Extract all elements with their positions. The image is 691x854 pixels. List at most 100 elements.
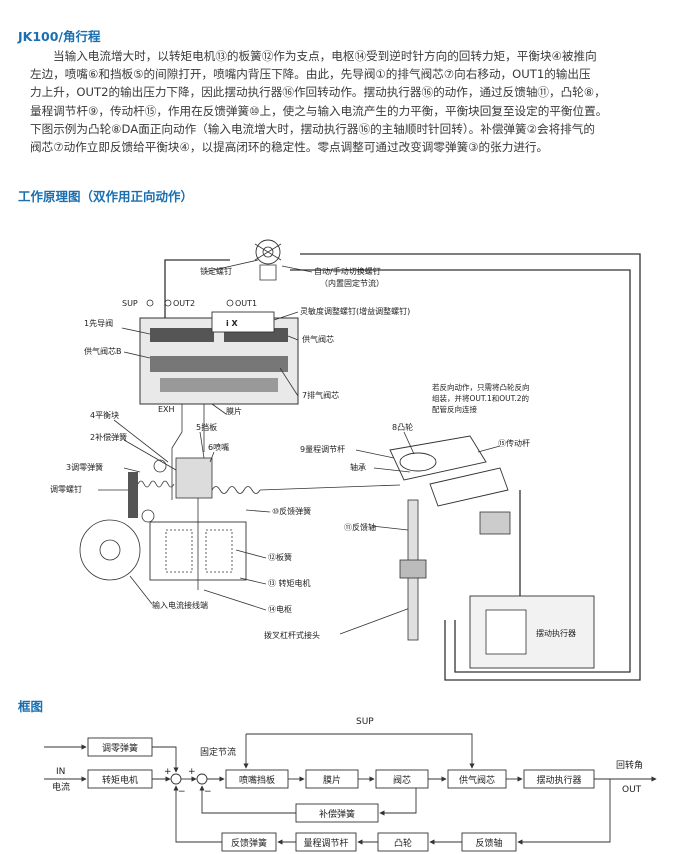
- block-diaphragm-label: 膜片: [323, 774, 341, 786]
- label-auto-manual-screw: 自动/手动切换螺钉: [314, 266, 381, 276]
- label-transmission-lever: ⑮传动杆: [498, 438, 530, 448]
- motor-coil-left: [165, 529, 193, 573]
- label-supply-spool: 供气阀芯: [302, 334, 334, 344]
- reverse-note-line-3: 配管反向连接: [432, 404, 477, 414]
- label-sensitivity-screw: 灵敏度调整螺钉(增益调整螺钉): [300, 306, 410, 316]
- reverse-note-line-1: 若反向动作，只需将凸轮反向: [432, 382, 530, 392]
- block-spool-label: 阀芯: [393, 774, 411, 786]
- block-comp-spring-label: 补偿弹簧: [319, 808, 355, 820]
- pipe-sup-line: [164, 259, 230, 328]
- block-cam-label: 凸轮: [394, 837, 412, 849]
- paragraph-line: 量程调节杆⑨，传动杆⑮，作用在反馈弹簧⑩上，使之与输入电流产生的力平衡，平衡块回…: [30, 103, 608, 118]
- paragraph-line: 阀芯⑦动作立即反馈给平衡块④，以提高闭环的稳定性。零点调整可通过改变调零弹簧③的…: [30, 140, 549, 155]
- leader-feedback-shaft: [371, 525, 409, 531]
- label-zero-spring: 3调零弹簧: [66, 462, 103, 472]
- block-diagram: SUP 固定节流 调零弹簧 IN 电流 转矩电机 + + − − 喷嘴挡板 膜片: [44, 717, 657, 852]
- leader-supply-spool: [287, 335, 299, 341]
- leader-leaf-spring: [235, 549, 267, 559]
- mounting-bracket: [479, 511, 511, 535]
- paragraph-line: 左边，喷嘴⑥和挡板⑤的间隙打开，喷嘴内背压下降。由此，先导阀①的排气阀芯⑦向右移…: [30, 67, 591, 82]
- diaphragm-chamber: [160, 378, 278, 392]
- reverse-note-line-2: 组装，并将OUT.1和OUT.2的: [432, 393, 529, 403]
- label-in: IN: [56, 767, 65, 777]
- label-supply-spool-b: 供气阀芯B: [84, 346, 122, 356]
- label-exh: EXH: [158, 405, 175, 414]
- exhaust-spool: [150, 356, 288, 372]
- leader-flapper: [199, 431, 205, 459]
- shaft-clamp: [399, 559, 427, 579]
- label-input-terminal: 输入电流接线端: [152, 600, 208, 610]
- description-paragraph: 当输入电流增大时，以转矩电机⑬的板簧⑫作为支点，电枢⑭受到逆时针方向的回转力矩，…: [30, 47, 670, 156]
- leader-span-lever: [355, 449, 395, 459]
- paragraph-line: 当输入电流增大时，以转矩电机⑬的板簧⑫作为支点，电枢⑭受到逆时针方向的回转力矩，…: [53, 49, 597, 63]
- label-comp-spring: 2补偿弹簧: [90, 432, 127, 442]
- leader-balance-block: [113, 419, 169, 463]
- block-actuator-label: 摆动执行器: [536, 774, 581, 786]
- lock-screw-cross: [254, 243, 282, 261]
- feedback-spring-coil: [211, 486, 261, 494]
- label-out: OUT: [622, 785, 642, 795]
- zero-screw-knob: [128, 472, 138, 518]
- block-nozzle-flapper-label: 喷嘴挡板: [239, 774, 275, 786]
- paragraph-line: 力上升，OUT2的输出压力下降，因此摆动执行器⑯作回转动作。摆动执行器⑯的动作，…: [30, 85, 606, 100]
- label-fork-joint: 拨叉杠杆式接头: [264, 630, 320, 640]
- label-out2-port: OUT2: [173, 299, 195, 308]
- label-feedback-spring: ⑩反馈弹簧: [272, 506, 311, 516]
- arrow-zero-to-sum: [152, 746, 179, 773]
- sign-minus-2: −: [204, 787, 212, 797]
- leader-supply-spool-b: [123, 351, 151, 359]
- label-pilot-valve: 1先导阀: [84, 318, 113, 328]
- leader-armature: [203, 589, 267, 611]
- label-leaf-spring: ⑫板簧: [268, 552, 292, 562]
- sum-junction-2: [196, 773, 208, 785]
- label-flapper: 5挡板: [196, 422, 217, 432]
- block-torque-motor-label: 转矩电机: [102, 774, 138, 786]
- leader-exhaust-spool: [279, 367, 299, 397]
- leader-comp-spring: [123, 439, 177, 471]
- label-actuator: 摆动执行器: [536, 628, 576, 638]
- label-armature: ⑭电枢: [268, 604, 292, 614]
- section-title-jk100: JK100/角行程: [18, 29, 101, 44]
- cam-disc: [399, 452, 437, 472]
- label-ix: i X: [226, 319, 239, 328]
- block-zero-spring-label: 调零弹簧: [102, 742, 138, 754]
- block-supply-spool-label: 供气阀芯: [459, 774, 495, 786]
- out1-port-icon: [226, 299, 234, 307]
- label-zero-screw: 调零螺钉: [50, 484, 82, 494]
- leader-input-terminal: [129, 575, 153, 605]
- pipe-out2-line: [300, 253, 641, 681]
- leader-sensitivity: [273, 311, 299, 321]
- out2-port-icon: [164, 299, 172, 307]
- arrow-spool-to-comp: [379, 788, 417, 816]
- section-title-block-diagram: 框图: [18, 699, 44, 714]
- block-feedback-shaft-label: 反馈轴: [475, 837, 502, 849]
- section-title-principle: 工作原理图（双作用正向动作）: [18, 189, 194, 204]
- label-rotation-angle: 回转角: [616, 759, 643, 771]
- leader-diaphragm: [211, 403, 227, 415]
- paragraph-line: 下图示例为凸轮⑧DA面正向动作（输入电流增大时，摆动执行器⑯的主轴顺时针回转）。…: [30, 121, 595, 136]
- sum-junction-1: [170, 773, 182, 785]
- motor-coil-right: [205, 529, 233, 573]
- stem-left: [171, 404, 183, 500]
- switch-screw-body: [259, 264, 277, 281]
- arrow-comp-to-sum: [199, 785, 296, 814]
- sup-port-icon: [146, 299, 154, 307]
- label-lock-screw: 锁定螺钉: [200, 266, 232, 276]
- sign-plus-1: +: [164, 767, 172, 777]
- label-feedback-shaft: ⑪反馈轴: [344, 522, 376, 532]
- pivot-lower: [141, 509, 155, 523]
- feedback-link-rod: [259, 484, 401, 491]
- label-cam: 8凸轮: [392, 422, 413, 432]
- balance-block: [175, 457, 213, 499]
- principle-diagram: 锁定螺钉 自动/手动切换螺钉 （内置固定节流） SUP OUT2 OUT1 i …: [50, 239, 641, 681]
- label-balance-block: 4平衡块: [90, 410, 119, 420]
- terminal-screw: [99, 539, 121, 561]
- lock-screw-center: [262, 246, 274, 258]
- pipe-out1-line: [290, 269, 631, 673]
- leader-fork-joint: [339, 607, 411, 635]
- label-fixed-orifice: 固定节流: [200, 746, 236, 758]
- label-out1-port: OUT1: [235, 299, 257, 308]
- zero-spring-coil: [137, 480, 175, 488]
- terminal-housing-ring: [79, 519, 141, 581]
- leader-cam: [403, 431, 415, 455]
